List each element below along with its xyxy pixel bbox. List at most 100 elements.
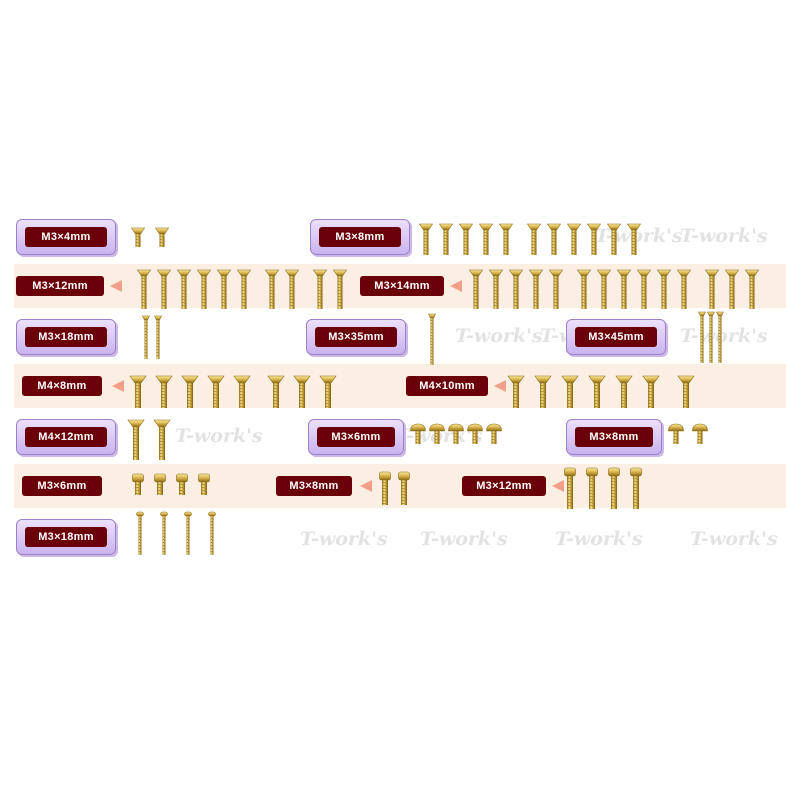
size-label: M3×45mm — [588, 331, 644, 343]
screw-icon — [677, 375, 695, 408]
screw-icon — [468, 269, 484, 309]
screw-icon — [626, 223, 642, 255]
screw-icon — [418, 223, 434, 255]
size-label: M3×18mm — [38, 331, 94, 343]
screw-icon — [716, 311, 724, 363]
screw-icon — [184, 511, 192, 555]
screw-icon — [636, 269, 652, 309]
size-label: M4×12mm — [38, 431, 94, 443]
screw-icon — [606, 223, 622, 255]
size-label-tag: M3×12mm — [462, 476, 546, 496]
screw-icon — [267, 375, 285, 408]
size-label-tag: M3×6mm — [22, 476, 102, 496]
screw-icon — [410, 423, 426, 444]
screw-icon — [319, 375, 337, 408]
screw-icon — [546, 223, 562, 255]
size-label-tag: M4×8mm — [22, 376, 102, 396]
screw-icon — [534, 375, 552, 408]
size-label: M3×6mm — [37, 480, 87, 492]
screw-icon — [398, 471, 410, 505]
size-label-tag: M3×12mm — [16, 276, 104, 296]
size-label-tag: M3×8mm — [276, 476, 352, 496]
screw-icon — [548, 269, 564, 309]
screw-icon — [264, 269, 280, 309]
screw-icon — [160, 511, 168, 555]
screw-icon — [576, 269, 592, 309]
size-label-tag: M3×8mm — [310, 219, 410, 255]
size-label-tag: M3×18mm — [16, 519, 116, 555]
size-label: M3×8mm — [289, 480, 339, 492]
size-label: M4×10mm — [419, 380, 475, 392]
screw-icon — [127, 419, 145, 460]
screw-icon — [615, 375, 633, 408]
screw-icon — [704, 269, 720, 309]
size-label: M3×18mm — [38, 531, 94, 543]
screw-icon — [428, 313, 436, 365]
size-label: M3×8mm — [589, 431, 639, 443]
size-label-tag: M3×35mm — [306, 319, 406, 355]
size-label: M4×8mm — [37, 380, 87, 392]
size-label: M3×12mm — [32, 280, 88, 292]
screw-icon — [208, 511, 216, 555]
screw-icon — [528, 269, 544, 309]
size-label-tag: M3×14mm — [360, 276, 444, 296]
size-label-tag: M4×10mm — [406, 376, 488, 396]
screw-icon — [176, 269, 192, 309]
size-label: M3×6mm — [331, 431, 381, 443]
screw-icon — [488, 269, 504, 309]
watermark: T-work's — [555, 528, 643, 550]
screw-icon — [486, 423, 502, 444]
screw-icon — [155, 375, 173, 408]
screw-icon — [284, 269, 300, 309]
screw-icon — [142, 315, 150, 359]
row-band — [14, 464, 786, 508]
watermark: T-work's — [420, 528, 508, 550]
screw-icon — [332, 269, 348, 309]
screw-icon — [467, 423, 483, 444]
screw-icon — [596, 269, 612, 309]
screw-icon — [586, 223, 602, 255]
size-label-tag: M3×18mm — [16, 319, 116, 355]
arrow-icon — [450, 280, 462, 292]
screw-icon — [564, 467, 576, 509]
arrow-icon — [112, 380, 124, 392]
watermark: T-work's — [300, 528, 388, 550]
screw-icon — [526, 223, 542, 255]
row-band — [14, 364, 786, 408]
screw-icon — [668, 423, 684, 444]
screw-icon — [438, 223, 454, 255]
size-label: M3×35mm — [328, 331, 384, 343]
screw-icon — [692, 423, 708, 444]
screw-icon — [156, 269, 172, 309]
screw-icon — [293, 375, 311, 408]
size-label-tag: M3×4mm — [16, 219, 116, 255]
watermark: T-work's — [455, 325, 543, 347]
screw-icon — [216, 269, 232, 309]
screw-icon — [198, 473, 210, 495]
screw-icon — [130, 227, 146, 247]
screw-icon — [608, 467, 620, 509]
size-label: M3×8mm — [335, 231, 385, 243]
size-label: M3×12mm — [476, 480, 532, 492]
size-label-tag: M3×6mm — [308, 419, 404, 455]
screw-icon — [154, 473, 166, 495]
arrow-icon — [360, 480, 372, 492]
screw-icon — [724, 269, 740, 309]
screw-icon — [136, 511, 144, 555]
screw-icon — [566, 223, 582, 255]
size-label-tag: M3×8mm — [566, 419, 662, 455]
screw-icon — [153, 419, 171, 460]
screw-icon — [630, 467, 642, 509]
screw-icon — [744, 269, 760, 309]
screw-icon — [176, 473, 188, 495]
screw-icon — [458, 223, 474, 255]
size-label-tag: M4×12mm — [16, 419, 116, 455]
arrow-icon — [494, 380, 506, 392]
screw-icon — [478, 223, 494, 255]
screw-icon — [236, 269, 252, 309]
screw-icon — [561, 375, 579, 408]
screw-icon — [642, 375, 660, 408]
screw-icon — [498, 223, 514, 255]
